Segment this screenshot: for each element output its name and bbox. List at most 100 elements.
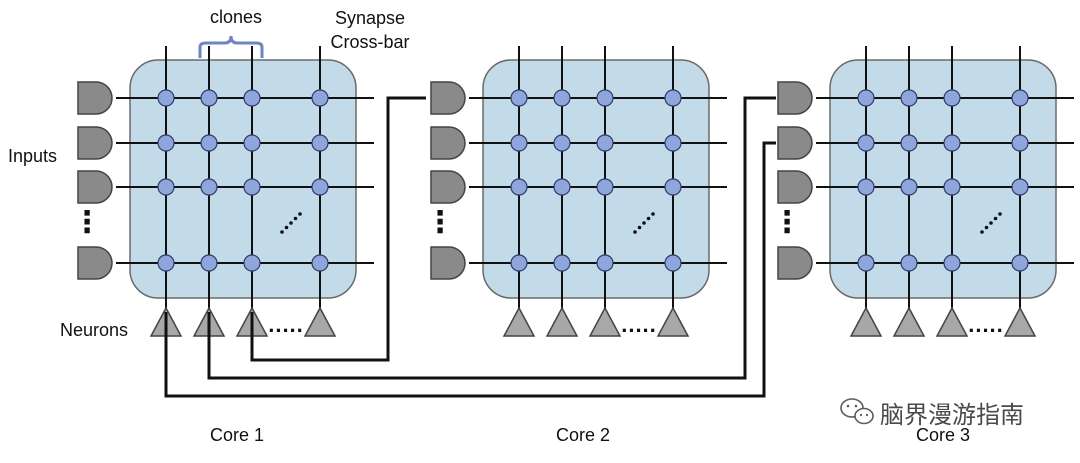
synapse	[200, 178, 218, 196]
watermark: 脑界漫游指南	[840, 398, 1024, 429]
cores-layer: ⋮.....⋮.....⋮.....	[72, 46, 1074, 337]
synapse	[510, 178, 528, 196]
neuron	[545, 306, 579, 337]
input-gate	[77, 126, 113, 160]
input-gate	[430, 126, 466, 160]
link-core1-neuron3-to-core2-input1	[250, 96, 426, 362]
inputs-label: Inputs	[8, 146, 57, 166]
synapse	[1011, 89, 1029, 107]
synapse	[596, 254, 614, 272]
core-box	[482, 59, 710, 299]
inputs-ellipsis: ⋮	[772, 205, 802, 240]
inputs-ellipsis: ⋮	[425, 205, 455, 240]
synapse	[200, 89, 218, 107]
synapse	[510, 89, 528, 107]
neurons-ellipsis: .....	[968, 312, 1004, 337]
synapse	[900, 178, 918, 196]
synapse	[157, 89, 175, 107]
synapse	[596, 178, 614, 196]
clones-label: clones	[210, 7, 262, 27]
core-name-1: Core 1	[210, 425, 264, 445]
link-core1-neuron2-to-core3-input1	[207, 96, 776, 380]
input-gate	[777, 126, 813, 160]
core-2: ⋮.....	[425, 46, 727, 337]
crossbar-ellipsis	[633, 212, 655, 234]
synapse	[311, 178, 329, 196]
synapse	[510, 134, 528, 152]
synapse	[243, 89, 261, 107]
synapse	[553, 178, 571, 196]
synapse	[664, 254, 682, 272]
synapse	[200, 134, 218, 152]
input-gate	[77, 170, 113, 204]
clones-brace	[198, 35, 264, 58]
core-name-2: Core 2	[556, 425, 610, 445]
neuron	[1003, 306, 1037, 337]
input-gate	[777, 170, 813, 204]
neuron	[303, 306, 337, 337]
synapse	[1011, 254, 1029, 272]
input-gate	[777, 246, 813, 280]
synapse	[664, 178, 682, 196]
neuron	[849, 306, 883, 337]
synapse	[243, 178, 261, 196]
synapse	[900, 254, 918, 272]
input-gate	[77, 81, 113, 115]
neuron	[892, 306, 926, 337]
core-box	[129, 59, 357, 299]
neurons-label: Neurons	[60, 320, 128, 340]
crossbar-ellipsis	[280, 212, 302, 234]
synapse	[943, 254, 961, 272]
synapse	[157, 134, 175, 152]
input-gate	[430, 170, 466, 204]
input-gate	[777, 81, 813, 115]
synapse	[1011, 178, 1029, 196]
synapse	[664, 134, 682, 152]
synapse	[857, 134, 875, 152]
synapse	[510, 254, 528, 272]
synapse	[200, 254, 218, 272]
synapse	[664, 89, 682, 107]
neuron	[656, 306, 690, 337]
synapse	[243, 254, 261, 272]
input-gate	[77, 246, 113, 280]
neurons-ellipsis: .....	[268, 312, 304, 337]
synapse	[553, 89, 571, 107]
crossbar-label: Cross-bar	[330, 32, 409, 52]
core-links	[164, 96, 776, 398]
synapse	[311, 89, 329, 107]
synapse	[1011, 134, 1029, 152]
synapse	[157, 254, 175, 272]
synapse-label: Synapse	[335, 8, 405, 28]
inputs-ellipsis: ⋮	[72, 205, 102, 240]
synapse	[857, 89, 875, 107]
wechat-icon	[840, 398, 874, 425]
synapse	[596, 89, 614, 107]
synapse	[900, 134, 918, 152]
synapse	[553, 254, 571, 272]
neuron	[502, 306, 536, 337]
core-box	[829, 59, 1057, 299]
synapse	[943, 178, 961, 196]
synapse	[311, 254, 329, 272]
synapse	[311, 134, 329, 152]
synapse	[857, 254, 875, 272]
synapse	[243, 134, 261, 152]
synapse	[857, 178, 875, 196]
core-1: ⋮.....	[72, 46, 374, 337]
synapse	[157, 178, 175, 196]
neurons-ellipsis: .....	[621, 312, 657, 337]
input-gate	[430, 81, 466, 115]
neuron	[935, 306, 969, 337]
link-core1-neuron1-to-core3-input2	[164, 141, 776, 398]
neuron	[588, 306, 622, 337]
synapse	[943, 89, 961, 107]
crossbar-ellipsis	[980, 212, 1002, 234]
synapse	[900, 89, 918, 107]
synapse	[943, 134, 961, 152]
input-gate	[430, 246, 466, 280]
watermark-text: 脑界漫游指南	[880, 401, 1024, 429]
synapse	[596, 134, 614, 152]
